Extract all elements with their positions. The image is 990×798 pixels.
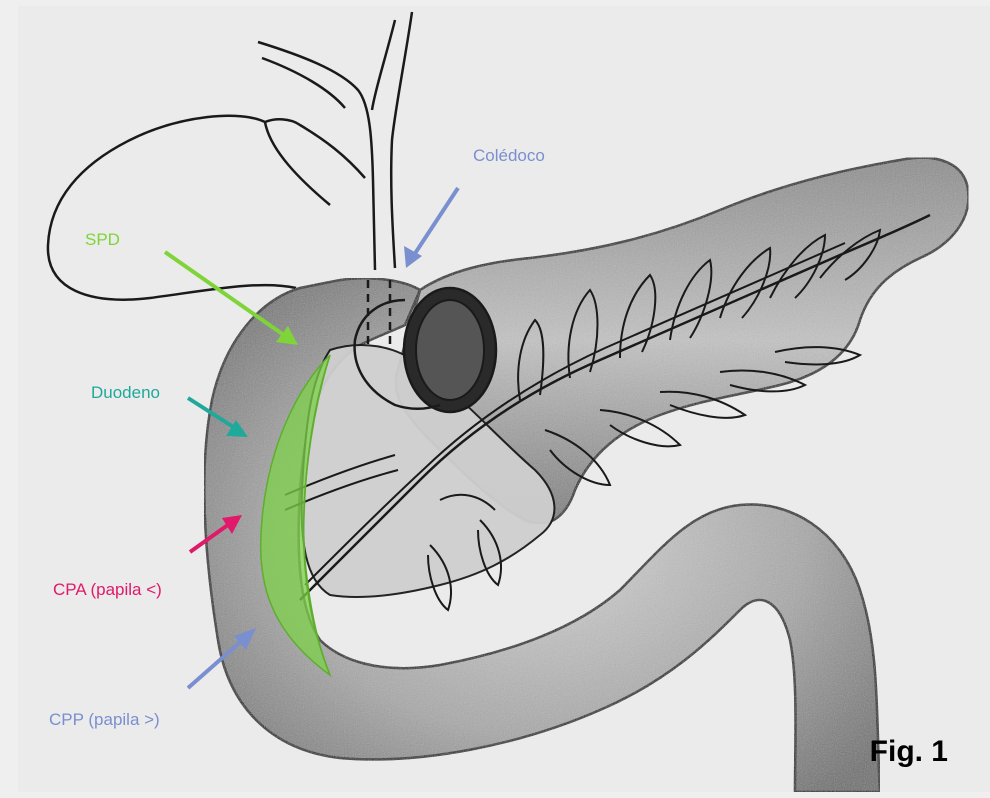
figure-number: Fig. 1 [870,735,948,769]
common-bile-duct-right [391,12,412,268]
gallbladder-outline [48,116,330,300]
hepatic-duct-right [262,58,345,108]
label-cpp: CPP (papila >) [49,710,160,730]
label-cpa: CPA (papila <) [53,580,162,600]
hepatic-duct-branch [372,20,395,110]
cystic-duct [265,119,365,178]
label-spd: SPD [85,230,120,250]
arrow-coledoco [404,188,458,268]
label-coledoco: Colédoco [473,146,545,166]
vessel-ring-inner [416,300,484,400]
hepatic-duct-left [258,42,375,270]
label-duodeno: Duodeno [91,383,160,403]
